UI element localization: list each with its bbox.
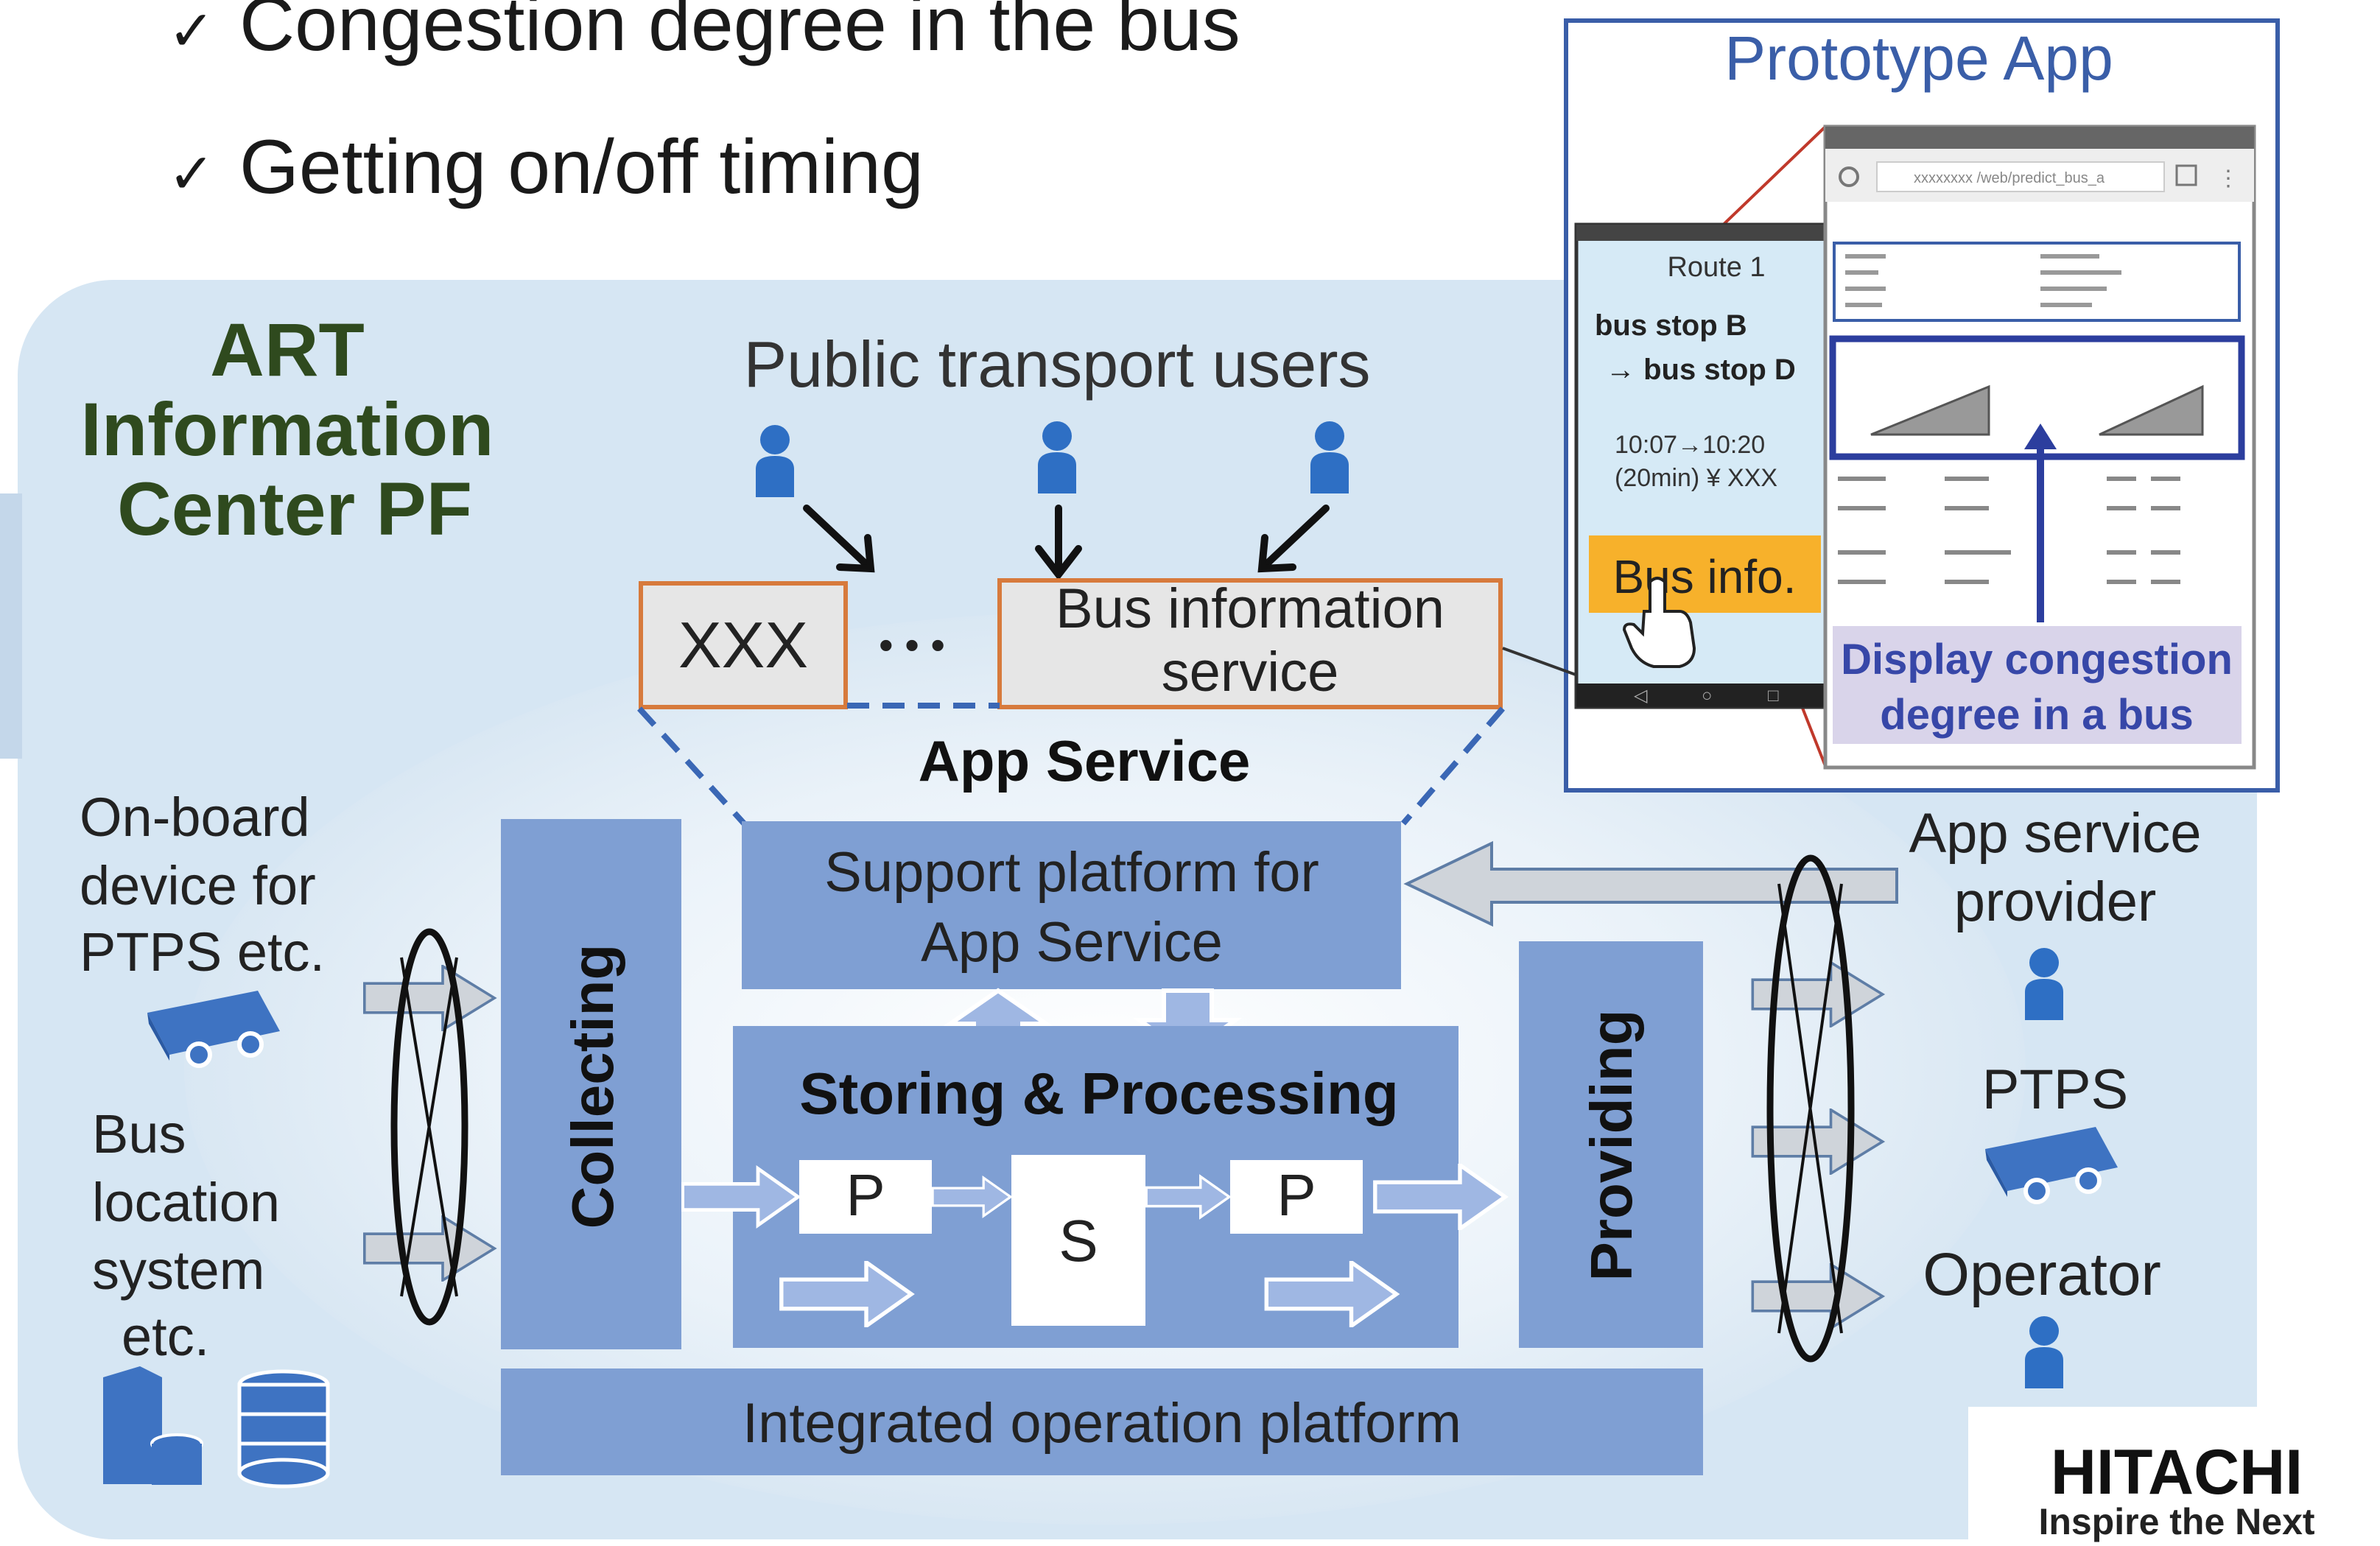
tab-count-icon[interactable] <box>2175 164 2197 186</box>
phone-time: 10:07→10:20 <box>1615 431 1765 459</box>
users-title: Public transport users <box>743 328 1370 401</box>
phone-left-nav-bar <box>1576 684 1830 707</box>
bus-location-label: Bus location system etc. <box>92 1103 280 1367</box>
support-platform-box <box>742 821 1401 989</box>
display-line-1: Display congestion <box>1841 636 2233 684</box>
support-line-2: App Service <box>921 911 1223 974</box>
prototype-title: Prototype App <box>1724 24 2113 93</box>
onboard-label: On-board device for PTPS etc. <box>80 787 325 983</box>
integrated-label: Integrated operation platform <box>743 1392 1461 1455</box>
user-arrow-1-head <box>836 534 875 573</box>
phone-route: Route 1 <box>1667 252 1765 283</box>
app-service-title: App Service <box>919 728 1251 793</box>
p-label-2: P <box>1277 1162 1316 1228</box>
url-text: xxxxxxxx /web/predict_bus_a <box>1914 170 2105 186</box>
phone-fare: (20min) ¥ XXX <box>1615 464 1777 492</box>
provider-return-arrow <box>1403 840 1898 927</box>
bullet-list: ✓ Congestion degree in the bus ✓ Getting… <box>168 0 1240 210</box>
server-icon <box>103 1366 203 1485</box>
p-box-2 <box>1230 1160 1363 1234</box>
output-ellipse <box>1766 854 1855 1363</box>
info-table <box>1833 242 2241 322</box>
ptps-label: PTPS <box>1982 1058 2129 1121</box>
hand-cursor-icon <box>1622 577 1696 668</box>
bus-location-line-1: Bus <box>92 1103 186 1164</box>
bus-info-button-label: Bus info. <box>1612 550 1796 603</box>
left-tab <box>0 493 22 759</box>
collecting-label: Collecting <box>560 944 625 1229</box>
svg-text:○: ○ <box>1702 686 1713 706</box>
user-arrow-1 <box>803 505 873 571</box>
xxx-service-label: XXX <box>678 608 808 681</box>
bus-location-line-4: etc. <box>122 1306 209 1367</box>
bus-location-line-3: system <box>92 1240 264 1301</box>
menu-icon[interactable]: ⋮ <box>2217 166 2239 191</box>
support-line-1: Support platform for <box>824 841 1319 904</box>
phone-left-status-bar <box>1576 225 1830 241</box>
info-table-lines <box>1845 254 2121 307</box>
user-arrow-2-head <box>1035 545 1082 581</box>
onboard-line-1: On-board <box>80 787 310 848</box>
congestion-gauges <box>1870 384 2204 436</box>
logo-brand: HITACHI <box>2051 1437 2303 1508</box>
phone-stop-b: bus stop B <box>1595 309 1747 342</box>
operator-label: Operator <box>1923 1241 2161 1308</box>
input-ellipse <box>390 928 468 1326</box>
phone-left-nav-icons: ◁ ○ □ <box>1634 686 1779 706</box>
bus-info-service-box <box>997 578 1503 709</box>
p-box-1 <box>799 1160 932 1234</box>
storing-title: Storing & Processing <box>799 1061 1398 1126</box>
connector-line <box>1502 647 1584 679</box>
user-arrow-3-head <box>1257 534 1296 573</box>
p-label-1: P <box>846 1162 885 1228</box>
check-glyph-2: ✓ <box>168 143 215 205</box>
logo-box <box>1968 1407 2380 1542</box>
bullet-congestion: Congestion degree in the bus <box>239 0 1240 67</box>
logo-tagline: Inspire the Next <box>2038 1501 2314 1542</box>
s-label: S <box>1059 1208 1098 1273</box>
display-congestion-box <box>1833 626 2242 744</box>
person-icon-3 <box>1310 421 1349 493</box>
home-icon[interactable] <box>1839 166 1859 187</box>
person-icon-operator <box>2025 1316 2063 1388</box>
person-icon-provider <box>2025 948 2063 1020</box>
providing-box <box>1519 941 1703 1348</box>
bus-info-service-line-1: Bus information <box>1056 577 1445 640</box>
center-title: ART Information Center PF <box>81 308 494 551</box>
user-arrows <box>803 505 1330 581</box>
providing-label: Providing <box>1579 1010 1644 1282</box>
bus-location-line-2: location <box>92 1172 280 1233</box>
integrated-platform-box <box>501 1368 1703 1475</box>
s-box <box>1011 1155 1145 1326</box>
onboard-line-2: device for <box>80 855 316 916</box>
center-title-line-3: Center PF <box>117 467 472 551</box>
bullet-timing: Getting on/off timing <box>239 124 924 210</box>
bus-info-button[interactable] <box>1589 535 1821 613</box>
timetable-lines <box>1838 477 2180 584</box>
person-icon-2 <box>1038 421 1076 493</box>
app-provider-line-2: provider <box>1954 871 2157 933</box>
user-arrow-3 <box>1260 505 1330 571</box>
indicator-arrow-head <box>2024 424 2057 449</box>
center-title-line-2: Information <box>81 387 494 471</box>
center-title-line-1: ART <box>210 308 365 392</box>
svg-text:◁: ◁ <box>1634 686 1648 706</box>
url-field[interactable] <box>1876 161 2165 192</box>
app-service-dashes <box>637 703 1506 826</box>
xxx-service-box <box>639 581 848 709</box>
ellipsis: • • • <box>879 622 945 668</box>
app-provider-line-1: App service <box>1909 802 2201 865</box>
bus-info-service-line-2: service <box>1162 641 1339 703</box>
database-icon <box>237 1369 330 1489</box>
onboard-line-3: PTPS etc. <box>80 921 325 983</box>
person-icon-1 <box>756 425 794 497</box>
display-line-2: degree in a bus <box>1880 691 2193 739</box>
check-glyph-1: ✓ <box>168 0 215 63</box>
svg-text:□: □ <box>1768 686 1779 706</box>
collecting-box <box>501 819 681 1349</box>
phone-stop-d: → bus stop D <box>1606 354 1796 386</box>
phone-right-status-bar <box>1825 127 2254 149</box>
